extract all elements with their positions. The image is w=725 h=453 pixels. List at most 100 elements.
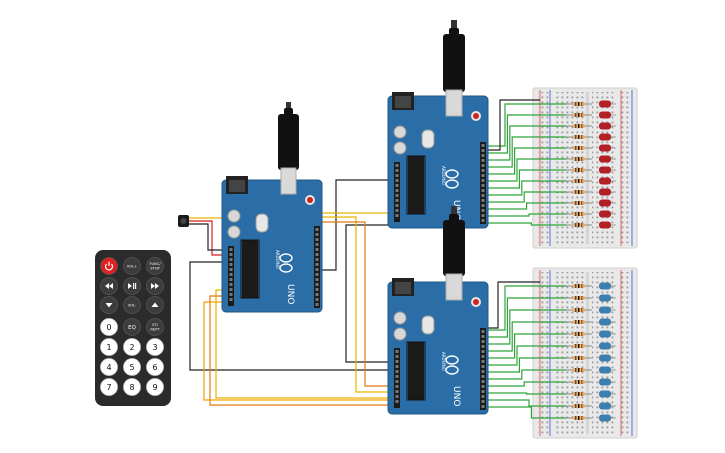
remote-button-9[interactable]: 9 — [146, 378, 164, 396]
digital-pin-header[interactable] — [480, 142, 486, 224]
up-button[interactable] — [146, 296, 164, 314]
led — [599, 166, 616, 174]
remote-button-4[interactable]: 4 — [100, 358, 118, 376]
remote-button-1[interactable]: 1 — [100, 338, 118, 356]
ir-receiver-sensor[interactable] — [178, 215, 189, 227]
capacitor — [227, 209, 241, 223]
wire-green[interactable] — [486, 202, 566, 210]
wire-green[interactable] — [486, 136, 566, 168]
remote-button-0[interactable]: 0 — [100, 318, 118, 336]
remote-button-func-stop[interactable]: FUNC/STOP — [146, 257, 164, 275]
resistor — [566, 157, 592, 161]
arduino-logo-icon — [445, 355, 459, 365]
resistor — [566, 404, 592, 408]
wire-green[interactable] — [486, 357, 566, 373]
digital-pin-header[interactable] — [314, 226, 320, 308]
breadboard-top[interactable] — [532, 87, 638, 249]
led-group-top — [599, 100, 616, 229]
usb-cable-bottom[interactable] — [443, 206, 465, 301]
remote-button-6[interactable]: 6 — [146, 358, 164, 376]
wire-green[interactable] — [486, 222, 566, 226]
led — [599, 342, 616, 350]
wire-green[interactable] — [486, 345, 566, 366]
wire-bundle-green-top[interactable] — [486, 103, 566, 226]
breadboard-bottom[interactable] — [532, 267, 638, 439]
remote-button-5[interactable]: 5 — [123, 358, 141, 376]
resistor — [566, 102, 592, 106]
play-pause-icon — [128, 283, 137, 289]
wire-green[interactable] — [486, 333, 566, 359]
wire-bundle-green-bottom[interactable] — [486, 285, 566, 419]
wire-black-1 — [189, 261, 395, 371]
power-button[interactable] — [100, 257, 118, 275]
remote-button-label: 7 — [106, 383, 111, 392]
resistor — [566, 344, 592, 348]
remote-button-2[interactable]: 2 — [123, 338, 141, 356]
previous-button[interactable] — [100, 277, 118, 295]
wire-green[interactable] — [486, 147, 566, 175]
wire-green[interactable] — [486, 309, 566, 345]
capacitor — [393, 125, 407, 139]
resistor-group-bottom — [566, 284, 592, 420]
led — [599, 221, 616, 229]
remote-button-8[interactable]: 8 — [123, 378, 141, 396]
resistor — [566, 368, 592, 372]
remote-button-label: 8 — [129, 383, 134, 392]
digital-pin-header[interactable] — [480, 328, 486, 410]
wire-green[interactable] — [486, 381, 566, 387]
wire-green[interactable] — [486, 285, 566, 331]
board-model-label: UNO — [285, 284, 295, 304]
wire-black-top-breadboard — [488, 99, 540, 151]
resistor-group-top — [566, 102, 592, 227]
atmega-chip — [408, 156, 424, 214]
next-button[interactable] — [146, 277, 164, 295]
remote-button-vol-[interactable]: VOL+ — [123, 257, 141, 275]
resistor — [566, 416, 592, 420]
remote-button-3[interactable]: 3 — [146, 338, 164, 356]
wire-green[interactable] — [486, 392, 566, 395]
resistor — [566, 320, 592, 324]
wire-green[interactable] — [486, 297, 566, 338]
remote-button-7[interactable]: 7 — [100, 378, 118, 396]
led — [599, 210, 616, 218]
led — [599, 330, 616, 338]
arduino-logo-icon — [279, 253, 293, 263]
down-button[interactable] — [100, 296, 118, 314]
resistor — [566, 223, 592, 227]
remote-button-label: VOL+ — [127, 264, 137, 268]
crystal — [255, 213, 269, 233]
wire-green[interactable] — [486, 114, 566, 154]
wire-green[interactable] — [486, 103, 566, 147]
remote-button-label: 0 — [106, 323, 111, 332]
wire-green[interactable] — [486, 169, 566, 189]
wire-green[interactable] — [486, 406, 566, 419]
wire-green[interactable] — [486, 125, 566, 161]
wire-green[interactable] — [486, 399, 566, 407]
resistor — [566, 296, 592, 300]
wire-green[interactable] — [486, 213, 566, 217]
wire-green[interactable] — [486, 321, 566, 352]
usb-cable-top[interactable] — [443, 20, 465, 117]
previous-icon — [105, 283, 113, 289]
wire-green[interactable] — [486, 191, 566, 203]
wire-green[interactable] — [486, 369, 566, 380]
resistor — [566, 308, 592, 312]
wire-green[interactable] — [486, 158, 566, 182]
led — [599, 282, 616, 290]
remote-button-st-rept[interactable]: ST/REPT — [146, 318, 164, 336]
remote-button-label: VOL- — [128, 303, 137, 307]
usb-cable-left[interactable] — [278, 102, 299, 195]
remote-button-vol-[interactable]: VOL- — [123, 296, 141, 314]
remote-button-eq[interactable]: EQ — [123, 318, 141, 336]
play-pause-button[interactable] — [123, 277, 141, 295]
remote-button-label: REPT — [150, 328, 160, 332]
crystal — [421, 129, 435, 149]
led — [599, 122, 616, 130]
board-model-label: UNO — [451, 386, 461, 406]
wire-green[interactable] — [486, 180, 566, 196]
